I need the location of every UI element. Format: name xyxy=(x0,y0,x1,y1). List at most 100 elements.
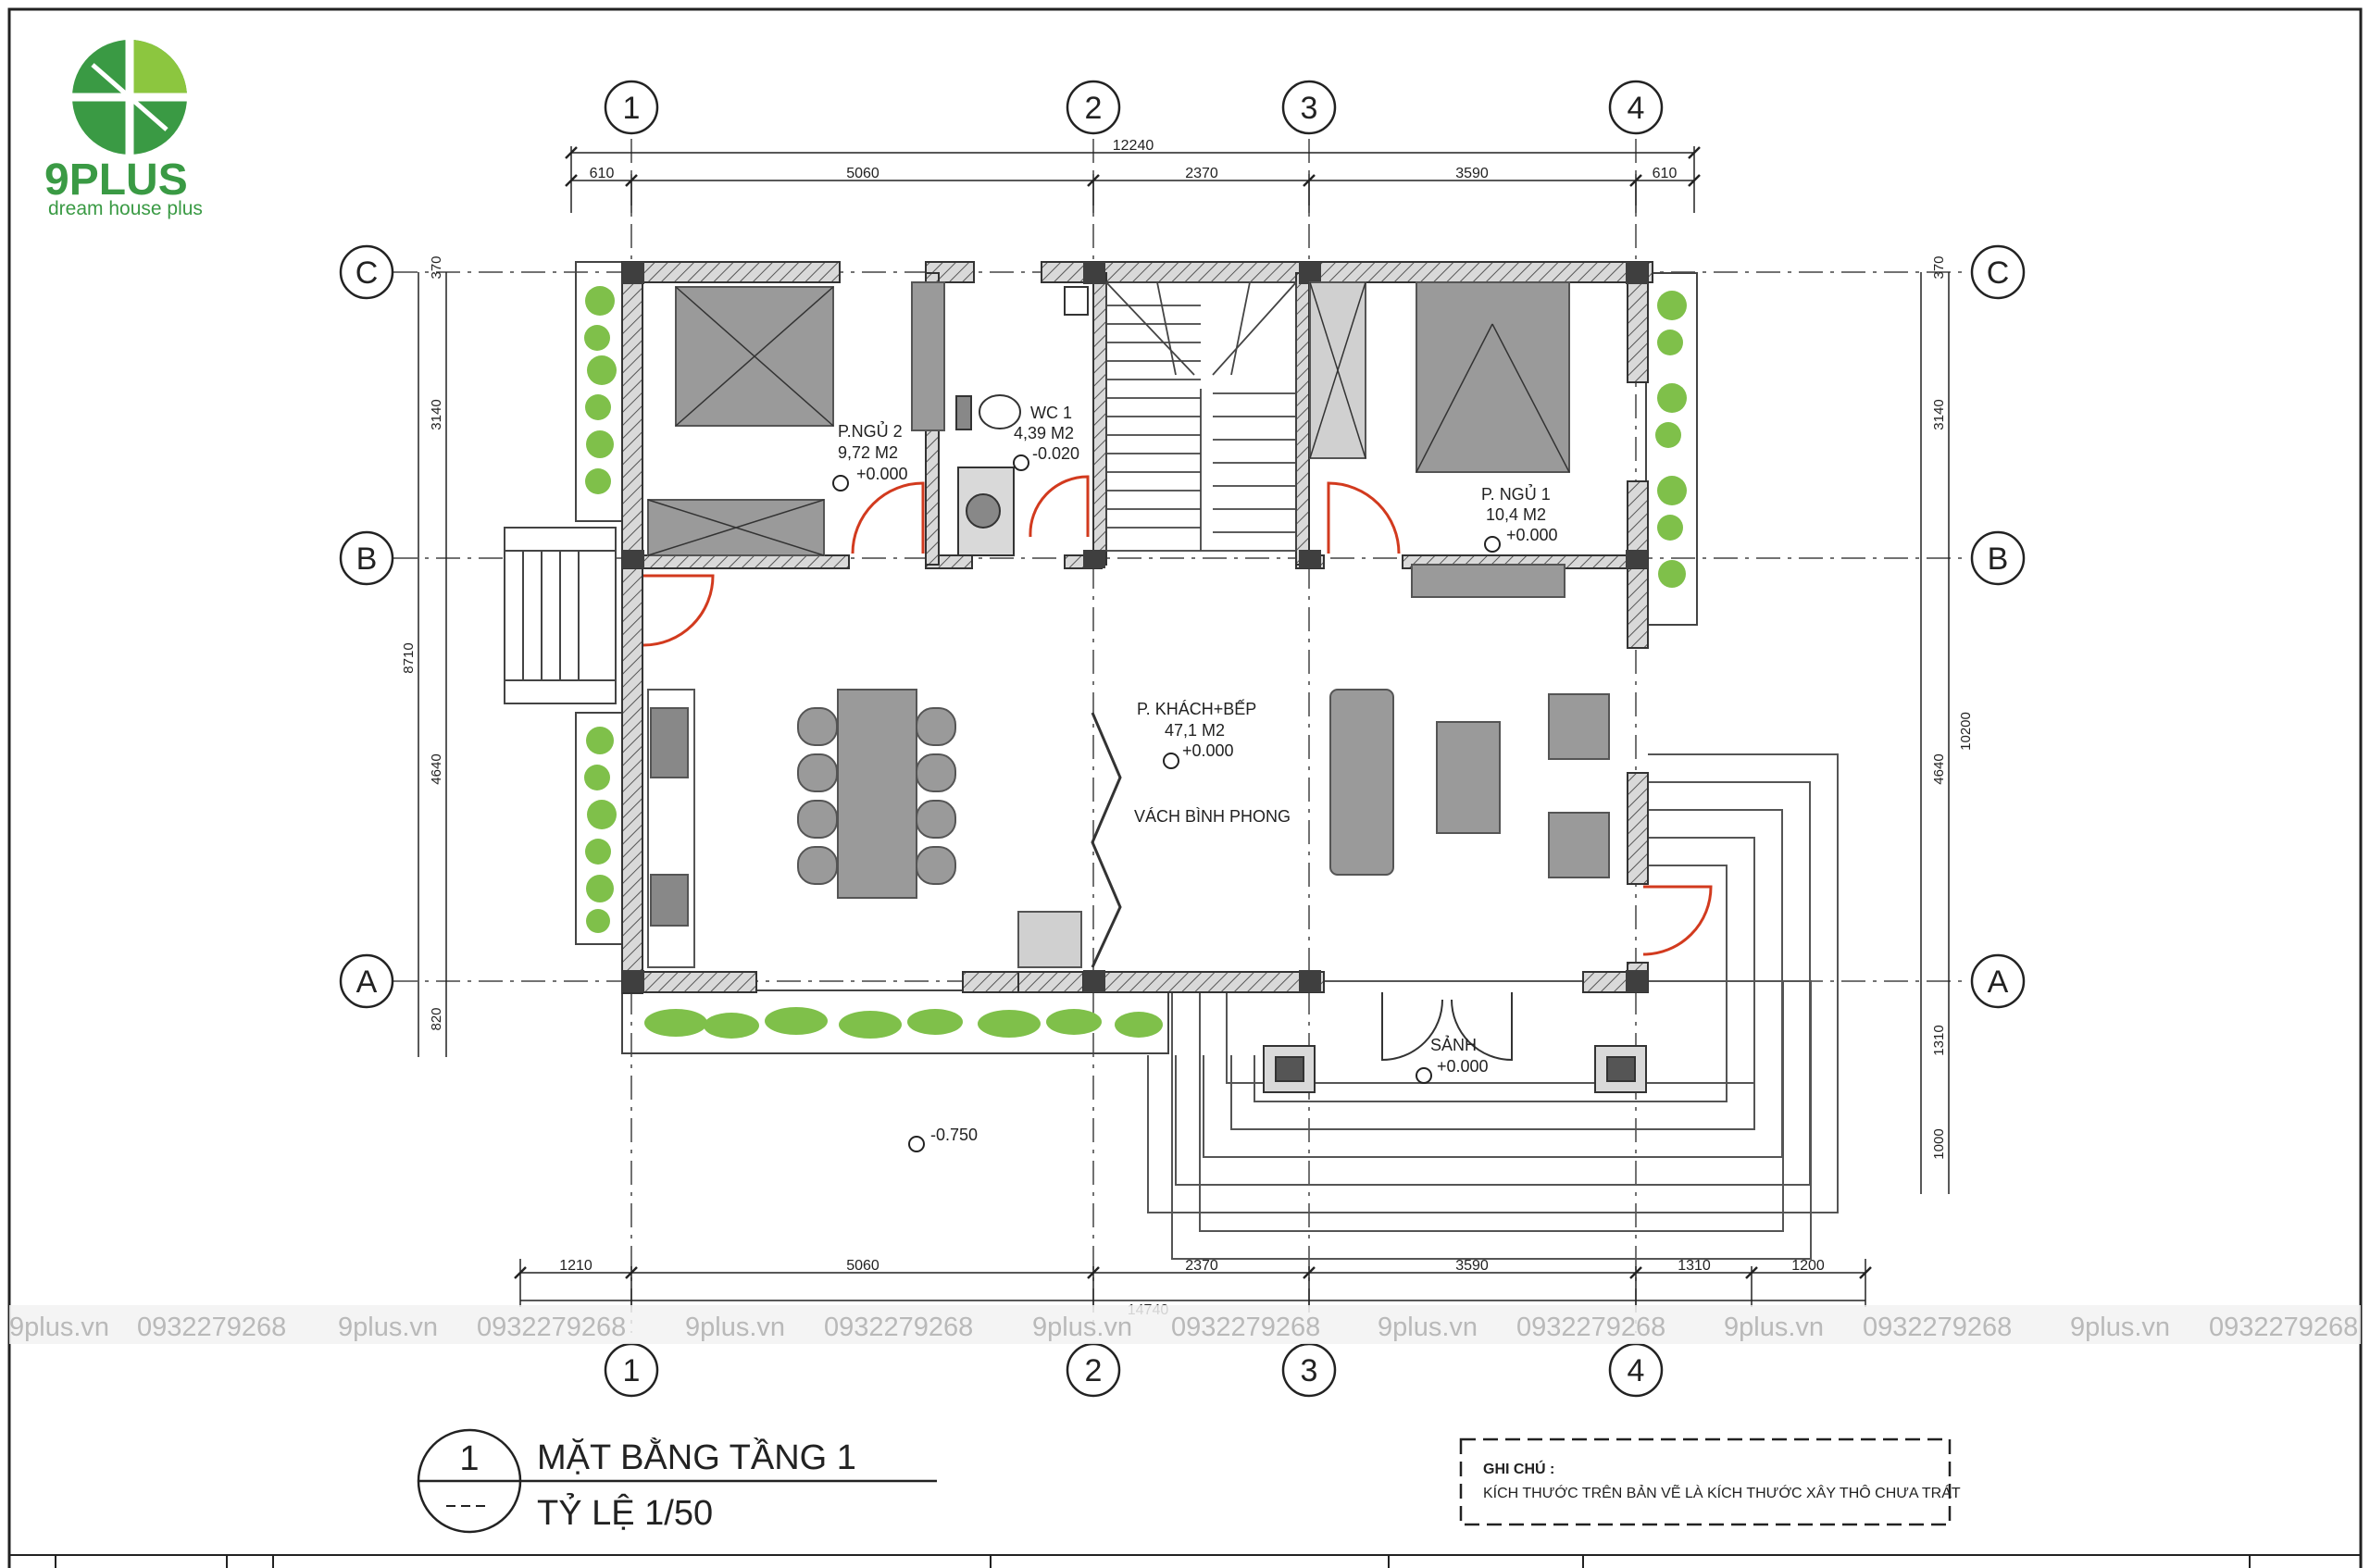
dim-bottom-1: 5060 xyxy=(846,1258,879,1274)
grid-label-a-right: A xyxy=(1988,964,2009,1000)
dim-right-1: 3140 xyxy=(1931,399,1947,429)
wc1-level: -0.020 xyxy=(1032,444,1079,463)
watermark-phone-6: 0932279268 xyxy=(1863,1313,2012,1342)
living-furniture xyxy=(647,689,1610,968)
dim-left-2: 4640 xyxy=(429,753,444,784)
living-name: P. KHÁCH+BẾP xyxy=(1137,699,1256,718)
watermark-texts: 9plus.vn 0932279268 9plus.vn 0932279268 … xyxy=(9,1313,2358,1342)
wc1-name: WC 1 xyxy=(1030,404,1072,422)
dim-bottom-0: 1210 xyxy=(559,1258,592,1274)
dim-top-1: 5060 xyxy=(846,166,879,181)
grid-label-1-top: 1 xyxy=(623,91,641,126)
level-markers xyxy=(832,454,1501,1152)
dim-right-3: 1310 xyxy=(1931,1025,1947,1055)
watermark-phone-3: 0932279268 xyxy=(824,1313,973,1342)
sheet-border xyxy=(7,7,2363,1568)
watermark-site-4: 9plus.vn xyxy=(1032,1313,1132,1342)
brand-name: 9PLUS xyxy=(44,156,188,205)
watermark-phone-5: 0932279268 xyxy=(1516,1313,1665,1342)
brand-tagline: dream house plus xyxy=(48,198,203,219)
entry-steps xyxy=(1147,753,1839,1260)
plants xyxy=(584,286,1687,1039)
grid-label-c-left: C xyxy=(356,255,379,291)
watermark-site-7: 9plus.vn xyxy=(2070,1313,2170,1342)
drawing-scale: TỶ LỆ 1/50 xyxy=(537,1492,713,1533)
note-box: GHI CHÚ : KÍCH THƯỚC TRÊN BẢN VẼ LÀ KÍCH… xyxy=(1459,1437,1961,1526)
bedroom1-area: 10,4 M2 xyxy=(1486,505,1546,524)
dim-right-0: 370 xyxy=(1931,255,1947,279)
bedroom1-level: +0.000 xyxy=(1506,526,1558,544)
dim-right-2: 4640 xyxy=(1931,753,1947,784)
wc1-area: 4,39 M2 xyxy=(1014,424,1074,442)
grid-label-b-right: B xyxy=(1988,541,2009,577)
columns xyxy=(622,262,1648,992)
room-labels: P.NGỦ 2 9,72 M2 +0.000 WC 1 4,39 M2 -0.0… xyxy=(838,404,1558,1144)
dim-top-2: 2370 xyxy=(1185,166,1218,181)
grid-bubble-labels: 1 2 3 4 1 2 3 4 C B A C B A xyxy=(356,91,2010,1388)
ground-level: -0.750 xyxy=(930,1126,978,1144)
bedroom2-level: +0.000 xyxy=(856,465,908,483)
staircase xyxy=(1105,281,1297,552)
hall-name: SẢNH xyxy=(1430,1035,1477,1054)
dim-top-total: 12240 xyxy=(1113,138,1154,154)
dimension-texts-top: 12240 610 5060 2370 3590 610 xyxy=(590,138,1678,181)
entry-doors xyxy=(1381,992,1513,1062)
grid-label-3-top: 3 xyxy=(1301,91,1318,126)
watermark-site-5: 9plus.vn xyxy=(1378,1313,1478,1342)
dim-bottom-4: 1310 xyxy=(1678,1258,1711,1274)
dim-left-0: 370 xyxy=(429,255,444,279)
bedroom2-name: P.NGỦ 2 xyxy=(838,421,903,441)
watermark-site-1: 9plus.vn xyxy=(9,1313,109,1342)
dimension-texts-left: 370 3140 4640 820 8710 xyxy=(401,255,444,1030)
bedroom1-name: P. NGỦ 1 xyxy=(1481,484,1551,504)
brand-logo: 9PLUS dream house plus xyxy=(44,40,203,219)
dimension-texts-bottom: 1210 5060 2370 3590 1310 1200 14740 xyxy=(559,1258,1825,1318)
hall-lamps xyxy=(1263,1045,1647,1093)
dim-bottom-3: 3590 xyxy=(1455,1258,1489,1274)
dim-top-3: 3590 xyxy=(1455,166,1489,181)
watermark-phone-7: 0932279268 xyxy=(2209,1313,2358,1342)
grid-label-1-bottom: 1 xyxy=(623,1353,641,1388)
grid-label-3-bottom: 3 xyxy=(1301,1353,1318,1388)
side-stairs xyxy=(504,527,617,704)
sheet-bottom-frame xyxy=(9,1554,2361,1568)
watermark-strip xyxy=(9,1305,2361,1344)
bedroom2-area: 9,72 M2 xyxy=(838,443,898,462)
dimension-ticks xyxy=(514,146,1872,1279)
screen-partition-label: VÁCH BÌNH PHONG xyxy=(1134,807,1291,826)
grid-label-4-bottom: 4 xyxy=(1628,1353,1645,1388)
bedroom2-furniture-lines xyxy=(647,286,834,556)
living-area: 47,1 M2 xyxy=(1165,721,1225,740)
dimension-lines xyxy=(418,146,1950,1307)
watermark-site-3: 9plus.vn xyxy=(685,1313,785,1342)
hall-level: +0.000 xyxy=(1437,1057,1489,1076)
wc-fixtures xyxy=(955,286,1089,556)
dim-left-1: 3140 xyxy=(429,399,444,429)
watermark-phone-1: 0932279268 xyxy=(137,1313,286,1342)
grid-label-4-top: 4 xyxy=(1628,91,1645,126)
grid-bubbles xyxy=(339,80,2026,1398)
grid-label-c-right: C xyxy=(1987,255,2010,291)
screen-partition xyxy=(1091,712,1122,968)
dim-left-3: 820 xyxy=(429,1007,444,1030)
dimension-texts-right: 370 3140 4640 1310 1000 10200 xyxy=(1931,255,1974,1159)
dim-right-4: 1000 xyxy=(1931,1128,1947,1159)
note-heading: GHI CHÚ : xyxy=(1483,1460,1554,1477)
grid-label-b-left: B xyxy=(356,541,378,577)
grid-label-2-bottom: 2 xyxy=(1085,1353,1103,1388)
living-level: +0.000 xyxy=(1182,741,1234,760)
drawing-number: 1 xyxy=(459,1439,479,1478)
doors xyxy=(642,475,1713,956)
watermark-phone-4: 0932279268 xyxy=(1171,1313,1320,1342)
grid-label-a-left: A xyxy=(356,964,378,1000)
watermark-site-2: 9plus.vn xyxy=(338,1313,438,1342)
watermark-site-6: 9plus.vn xyxy=(1724,1313,1824,1342)
watermark-phone-2: 0932279268 xyxy=(477,1313,626,1342)
dim-right-total: 10200 xyxy=(1958,712,1974,751)
dim-top-4: 610 xyxy=(1653,166,1678,181)
drawing-title-block: 1 MẶT BẰNG TẦNG 1 TỶ LỆ 1/50 xyxy=(417,1428,937,1534)
dim-bottom-2: 2370 xyxy=(1185,1258,1218,1274)
note-text: KÍCH THƯỚC TRÊN BẢN VẼ LÀ KÍCH THƯỚC XÂY… xyxy=(1483,1483,1961,1501)
dim-left-total: 8710 xyxy=(401,642,417,673)
